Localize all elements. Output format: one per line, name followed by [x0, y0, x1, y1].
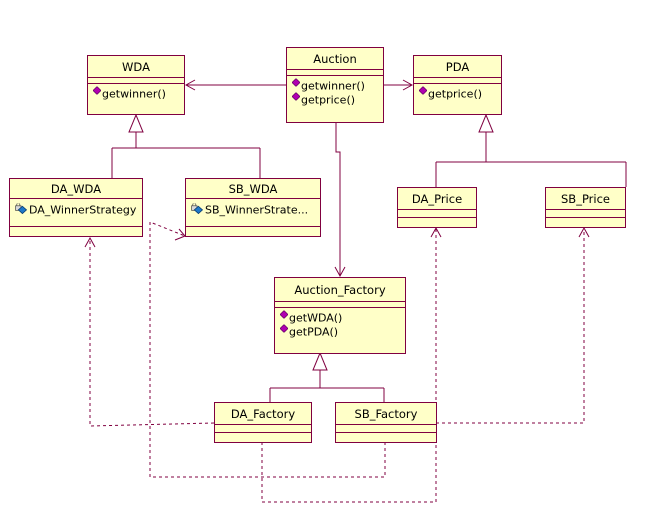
- class-member: getWDA(): [289, 312, 342, 325]
- class-name: Auction: [313, 52, 357, 66]
- class-box: [87, 55, 185, 115]
- association-auction-to-auction-factory: [334, 122, 346, 278]
- class-box: [545, 187, 626, 228]
- dependency-sb-factory-to-sb-price: [436, 226, 590, 424]
- class-box: [274, 277, 406, 354]
- relationships: [84, 79, 627, 503]
- class-box: [214, 402, 312, 443]
- class-name: SB_WDA: [229, 182, 278, 196]
- class-sb-price[interactable]: SB_Price: [545, 187, 626, 228]
- class-da-factory[interactable]: DA_Factory: [214, 402, 312, 443]
- class-da-wda[interactable]: DA_WDA DA_WinnerStrategy: [9, 178, 143, 237]
- class-member: getwinner(): [102, 88, 166, 101]
- class-name: DA_Factory: [231, 407, 295, 421]
- dependency-da-factory-to-da-wda: [84, 236, 215, 427]
- class-auction[interactable]: Auction getwinner()getprice(): [286, 47, 384, 123]
- class-box: [413, 55, 502, 115]
- class-pda[interactable]: PDA getprice(): [413, 55, 502, 115]
- class-name: WDA: [122, 60, 150, 74]
- class-sb-wda[interactable]: SB_WDA SB_WinnerStrate...: [185, 178, 321, 237]
- class-member: SB_WinnerStrate...: [205, 204, 308, 217]
- association-auction-to-wda: [184, 79, 286, 91]
- class-name: SB_Factory: [355, 407, 418, 421]
- generalization-to-auction-factory: [269, 351, 385, 402]
- class-boxes: WDAgetwinner()Auctiongetwinner()getprice…: [9, 47, 626, 443]
- class-box: [286, 47, 384, 123]
- class-box: [335, 402, 437, 443]
- class-auction-factory[interactable]: Auction_Factory getWDA()getPDA(): [274, 277, 406, 354]
- generalization-to-pda: [435, 113, 627, 187]
- class-member: getprice(): [301, 94, 355, 107]
- class-box: [397, 187, 477, 228]
- generalization-to-wda: [111, 113, 261, 178]
- class-name: Auction_Factory: [294, 283, 385, 297]
- class-sb-factory[interactable]: SB_Factory: [335, 402, 437, 443]
- class-name: PDA: [446, 60, 470, 74]
- class-name: DA_WDA: [51, 182, 101, 196]
- class-member: DA_WinnerStrategy: [29, 204, 137, 217]
- class-member: getPDA(): [289, 326, 338, 339]
- association-auction-to-pda: [384, 79, 414, 91]
- class-name: DA_Price: [412, 192, 462, 206]
- class-da-price[interactable]: DA_Price: [397, 187, 477, 228]
- class-name: SB_Price: [561, 192, 610, 206]
- class-member: getwinner(): [301, 80, 365, 93]
- dependency-da-factory-to-da-price: [261, 226, 442, 503]
- class-member: getprice(): [428, 88, 482, 101]
- class-wda[interactable]: WDA getwinner(): [87, 55, 185, 115]
